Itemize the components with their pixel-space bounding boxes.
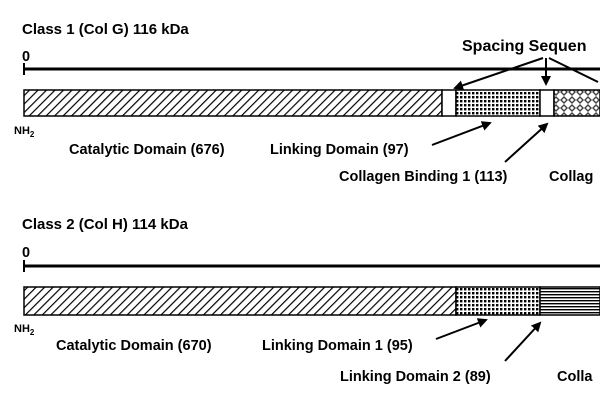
class1-catalytic-label: Catalytic Domain (676) [69, 142, 225, 158]
class2-zero-label: 0 [22, 245, 30, 261]
class1-zero-label: 0 [22, 49, 30, 65]
class1-spacer-segment-2 [539, 89, 555, 117]
class1-nh2-label: NH2 [14, 125, 35, 139]
class2-catalytic-segment [23, 286, 457, 316]
class1-linking-label: Linking Domain (97) [270, 142, 409, 158]
class1-collagen-binding-label: Collagen Binding 1 (113) [339, 169, 508, 185]
class2-linking1-arrow [435, 318, 488, 340]
class2-linking1-label: Linking Domain 1 (95) [262, 338, 413, 354]
spacing-arrow-3 [548, 57, 599, 83]
class2-nh2-label: NH2 [14, 323, 35, 337]
class1-collagen-binding-arrow [504, 122, 549, 163]
class1-spacer-segment-1 [441, 89, 457, 117]
class1-linking-segment [455, 89, 541, 117]
spacing-arrow-1 [453, 57, 544, 91]
class2-truncated-label: Colla [557, 369, 593, 385]
class2-linking1-segment [455, 286, 541, 316]
class2-title: Class 2 (Col H) 114 kDa [22, 216, 189, 233]
class2-group: Class 2 (Col H) 114 kDa 0 NH2 Catalytic … [14, 216, 600, 385]
class1-linking-arrow [431, 121, 492, 146]
class1-group: Class 1 (Col G) 116 kDa 0 Spacing Sequen… [14, 21, 600, 185]
class1-collagen-binding-segment [553, 89, 600, 117]
class2-catalytic-label: Catalytic Domain (670) [56, 338, 212, 354]
class2-linking2-segment [539, 286, 600, 316]
class1-truncated-label: Collag [549, 169, 593, 185]
class1-catalytic-segment [23, 89, 443, 117]
class1-spacing-label: Spacing Sequen [462, 38, 586, 55]
class1-title: Class 1 (Col G) 116 kDa [22, 21, 189, 38]
class2-linking2-arrow [504, 321, 542, 362]
class2-linking2-label: Linking Domain 2 (89) [340, 369, 491, 385]
